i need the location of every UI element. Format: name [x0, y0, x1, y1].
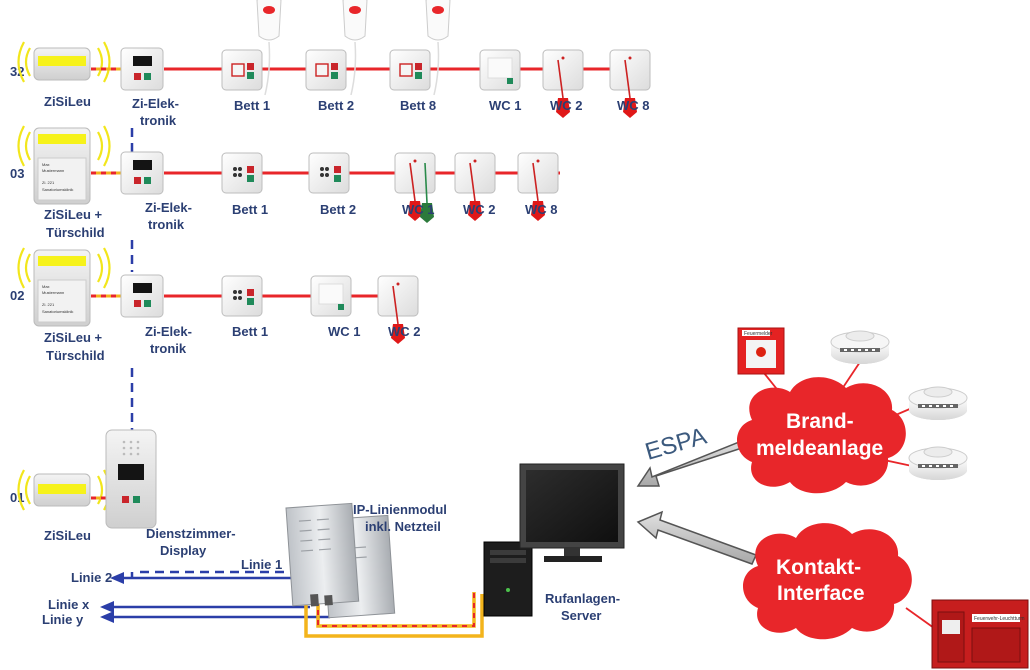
device-label-03-2: WC 1 — [402, 202, 435, 217]
room-lamp-label-32: ZiSiLeu — [44, 94, 91, 109]
line-label-linie2: Linie 2 — [71, 570, 112, 585]
room-electronics-02 — [120, 274, 164, 318]
smoke-detector-1 — [830, 330, 890, 365]
ip-module-label-a: IP-Linienmodul — [353, 502, 447, 517]
device-label-03-1: Bett 2 — [320, 202, 356, 217]
doorplate-text-02-3: Sanatoriumsklinik — [42, 309, 73, 314]
line-label-linie-y: Linie y — [42, 612, 84, 627]
room-32-row: 32 ZiSiLeu Zi-Elek- tronik Bett 1 Bett 2… — [10, 0, 651, 128]
device-label-32-4: WC 2 — [550, 98, 583, 113]
room-number-01: 01 — [10, 490, 24, 505]
device-bett2-32 — [305, 49, 347, 91]
room-lamp-label-03a: ZiSiLeu + — [44, 207, 103, 222]
device-label-02-1: WC 1 — [328, 324, 361, 339]
device-bett2-03 — [308, 152, 350, 194]
device-label-02-0: Bett 1 — [232, 324, 268, 339]
display-label-01a: Dienstzimmer- — [146, 526, 236, 541]
room-lamp-label-03b: Türschild — [46, 225, 105, 240]
panel-label: Feuerwehr-Leuchtturm — [974, 616, 1025, 622]
ip-module-label-b: inkl. Netzteil — [365, 519, 441, 534]
line-label-linie1: Linie 1 — [241, 557, 282, 572]
doorplate-text-03-1: Mustermann — [42, 168, 64, 173]
device-label-03-3: WC 2 — [463, 202, 496, 217]
device-label-32-2: Bett 8 — [400, 98, 436, 113]
device-label-32-5: WC 8 — [617, 98, 650, 113]
room-lamp-label-01: ZiSiLeu — [44, 528, 91, 543]
room-lamp-doorplate-03: Max Mustermann Zi. 221 Sanatoriumsklinik — [17, 124, 111, 205]
room-lamp-doorplate-02: Max Mustermann Zi. 221 Sanatoriumsklinik — [17, 246, 111, 327]
smoke-detector-2 — [908, 386, 968, 421]
doorplate-text-02-2: Zi. 221 — [42, 302, 55, 307]
doorplate-text-03-0: Max — [42, 162, 50, 167]
room-electronics-03 — [120, 151, 164, 195]
line-label-linie-x: Linie x — [48, 597, 90, 612]
fire-button-label: Feuermelder — [744, 331, 773, 337]
device-label-02-2: WC 2 — [388, 324, 421, 339]
device-bett1-32 — [221, 49, 263, 91]
device-label-03-0: Bett 1 — [232, 202, 268, 217]
room-lamp-32 — [17, 40, 111, 84]
room-lamp-01 — [17, 468, 111, 512]
device-label-32-1: Bett 2 — [318, 98, 354, 113]
fire-alarm-label-b: meldeanlage — [756, 437, 883, 460]
electronics-label-02b: tronik — [150, 341, 187, 356]
ip-line-modules: IP-Linienmodul inkl. Netzteil — [285, 502, 447, 619]
electronics-label-03b: tronik — [148, 217, 185, 232]
manual-call-point: Feuermelder — [737, 327, 785, 375]
service-room-display — [105, 429, 157, 529]
doorplate-text-02-0: Max — [42, 284, 50, 289]
device-bett8-32 — [389, 49, 431, 91]
device-bett1-03 — [221, 152, 263, 194]
electronics-label-03a: Zi-Elek- — [145, 200, 192, 215]
server-label-b: Server — [561, 608, 601, 623]
device-label-03-4: WC 8 — [525, 202, 558, 217]
room-electronics-32 — [120, 47, 164, 91]
server-label-a: Rufanlagen- — [545, 591, 620, 606]
espa-arrow: ESPA — [636, 423, 750, 487]
device-label-32-0: Bett 1 — [234, 98, 270, 113]
device-wc1-32 — [479, 49, 521, 91]
fire-brigade-panel: Feuerwehr-Leuchtturm — [931, 599, 1029, 669]
smoke-detector-3 — [908, 446, 968, 481]
fire-alarm-label-a: Brand- — [786, 410, 854, 433]
contact-interface-arrow — [636, 510, 758, 565]
electronics-label-32a: Zi-Elek- — [132, 96, 179, 111]
fire-alarm-system: Feuermelder Brand- meldeanlage — [737, 327, 968, 494]
display-label-01b: Display — [160, 543, 207, 558]
doorplate-text-03-3: Sanatoriumsklinik — [42, 187, 73, 192]
contact-interface-label-a: Kontakt- — [776, 556, 861, 579]
room-number-02: 02 — [10, 288, 24, 303]
device-label-32-3: WC 1 — [489, 98, 522, 113]
room-01-row: 01 ZiSiLeu Dienstzimmer- Display — [10, 429, 236, 558]
electronics-label-02a: Zi-Elek- — [145, 324, 192, 339]
device-wc1-03 — [394, 152, 436, 223]
device-bett1-02 — [221, 275, 263, 317]
electronics-label-32b: tronik — [140, 113, 177, 128]
call-system-server: Rufanlagen- Server — [483, 463, 625, 623]
room-02-row: 02 Max Mustermann Zi. 221 Sanatoriumskli… — [10, 246, 421, 363]
contact-interface-label-b: Interface — [777, 582, 865, 605]
device-wc1-02 — [310, 275, 352, 317]
room-number-03: 03 — [10, 166, 24, 181]
handset-bett2-32 — [342, 0, 368, 96]
contact-interface: Kontakt- Interface Feuerwehr-Leuchtturm — [743, 523, 1029, 669]
room-lamp-label-02b: Türschild — [46, 348, 105, 363]
room-03-row: 03 Max Mustermann Zi. 221 Sanatoriumskli… — [10, 124, 560, 240]
doorplate-text-02-1: Mustermann — [42, 290, 64, 295]
doorplate-text-03-2: Zi. 221 — [42, 180, 55, 185]
room-lamp-label-02a: ZiSiLeu + — [44, 330, 103, 345]
bus-lines: Linie 1 Linie 2 Linie x Linie y — [42, 557, 484, 638]
